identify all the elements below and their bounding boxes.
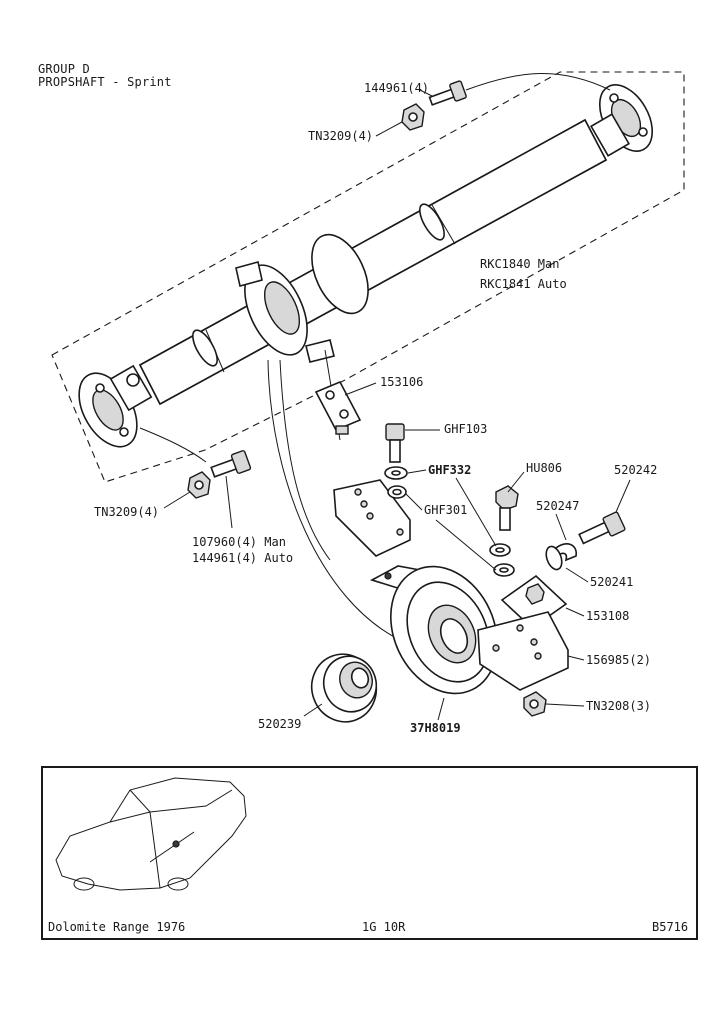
washer-ghf332	[384, 466, 408, 480]
label-ghf103: GHF103	[444, 422, 487, 436]
rear-flange-yoke	[590, 84, 654, 157]
label-ghf332: GHF332	[428, 463, 471, 477]
washer-ghf301-lower	[493, 563, 515, 577]
group-label: GROUP D	[38, 62, 90, 76]
bracket-156985-lower	[477, 611, 569, 691]
label-520247: 520247	[536, 499, 579, 513]
label-144961-top: 144961(4)	[364, 81, 429, 95]
label-153106: 153106	[380, 375, 423, 389]
label-153108: 153108	[586, 609, 629, 623]
label-520242: 520242	[614, 463, 657, 477]
centre-bearing-on-shaft	[235, 233, 369, 363]
nut-tn3209-bottom	[187, 471, 211, 499]
bolt-bottom	[210, 450, 252, 478]
washer-520241	[545, 545, 563, 571]
plate-153106	[314, 380, 362, 435]
label-520241: 520241	[590, 575, 633, 589]
washer-ghf301	[387, 485, 407, 499]
label-tn3209-bottom: TN3209(4)	[94, 505, 159, 519]
label-tn3208: TN3208(3)	[586, 699, 651, 713]
label-tn3209-top: TN3209(4)	[308, 129, 373, 143]
bolt-ghf103	[385, 423, 405, 463]
propshaft-tube	[138, 118, 608, 406]
label-hu806: HU806	[526, 461, 562, 475]
bolt-144961-top	[428, 80, 467, 106]
centre-bearing-37h8019	[369, 565, 499, 695]
car-location-sketch	[55, 777, 247, 891]
page-title: PROPSHAFT - Sprint	[38, 75, 172, 89]
assembly-outline	[51, 71, 685, 483]
label-rkc1841: RKC1841 Auto	[480, 277, 567, 291]
label-144961-auto: 144961(4) Auto	[192, 551, 293, 565]
label-ghf301: GHF301	[424, 503, 467, 517]
footer-range: Dolomite Range 1976	[48, 920, 186, 934]
bolt-520242	[578, 511, 626, 545]
label-rkc1840: RKC1840 Man	[480, 257, 559, 271]
washer-ghf332-lower	[489, 543, 511, 557]
label-37h8019: 37H8019	[410, 721, 461, 735]
rubber-insulator-520239	[310, 653, 378, 723]
bracket-156985-upper	[333, 479, 411, 557]
label-107960: 107960(4) Man	[192, 535, 286, 549]
footer-ref: B5716	[652, 920, 689, 934]
footer-page: 1G 10R	[362, 920, 406, 934]
nut-tn3209-top	[401, 103, 425, 131]
label-520239: 520239	[258, 717, 301, 731]
nut-tn3208	[523, 691, 547, 717]
label-156985: 156985(2)	[586, 653, 651, 667]
front-flange-yoke	[78, 364, 153, 448]
vehicle-reference-box	[41, 766, 698, 940]
bolt-hu806	[495, 485, 519, 531]
